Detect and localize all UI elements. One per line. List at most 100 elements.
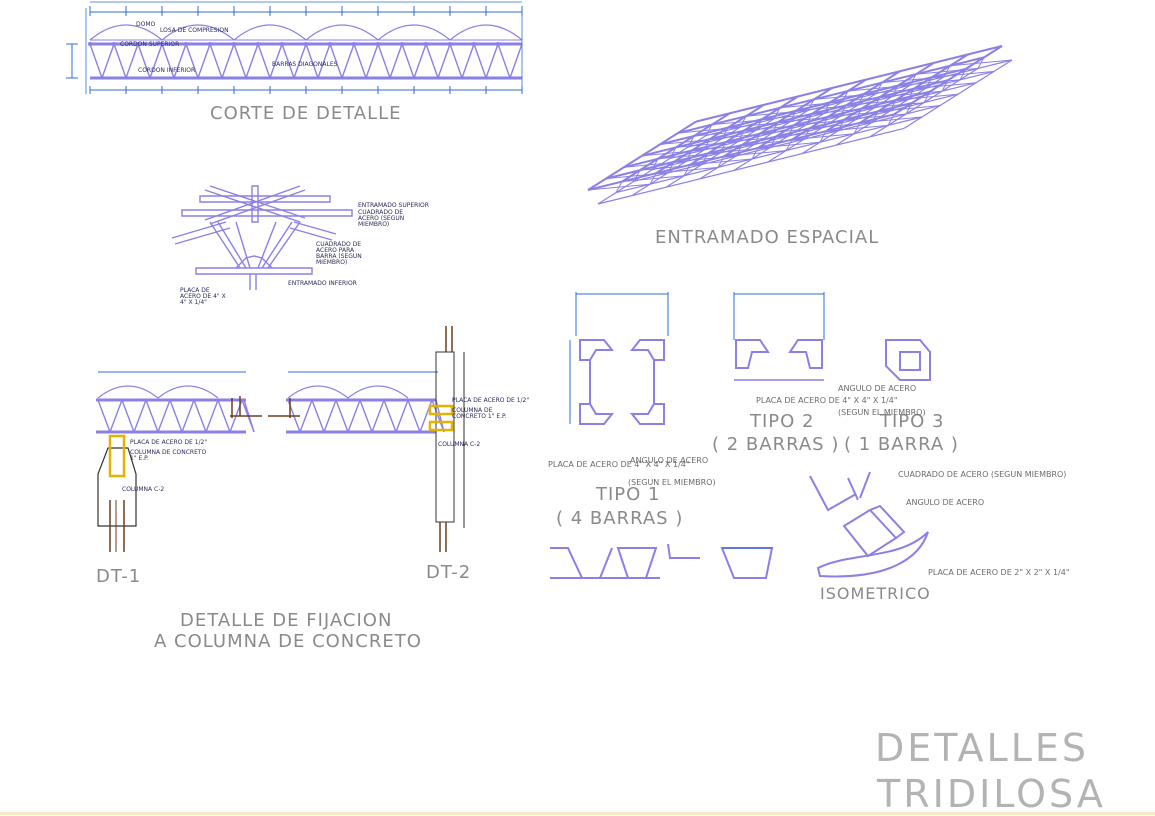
frame-diagonal — [875, 82, 883, 94]
frame-diagonal — [837, 119, 845, 132]
plate-profiles — [550, 543, 774, 579]
note-columna-c2-dt1: COLUMNA C-2 — [122, 486, 165, 493]
tipo2-subtitle: ( 2 BARRAS ) — [712, 434, 840, 455]
frame-diagonal — [803, 127, 811, 140]
frame-diagonal — [925, 76, 933, 89]
truss-diagonal — [161, 43, 175, 79]
truss-diagonal — [353, 43, 367, 79]
truss-node — [424, 42, 428, 46]
tipo3-subtitle: ( 1 BARRA ) — [844, 434, 959, 455]
frame-diagonal — [905, 102, 913, 115]
frame-diagonal — [735, 144, 743, 157]
truss-diagonal — [389, 43, 403, 79]
frame-top-chord — [659, 67, 967, 146]
truss-node — [472, 42, 476, 46]
note-angulo-tipo2: ANGULO DE ACERO — [838, 384, 917, 393]
note-placa-tipo2: PLACA DE ACERO DE 4" X 4" X 1/4" — [756, 396, 898, 405]
note-cuadrado-iso: CUADRADO DE ACERO (SEGUN MIEMBRO) — [898, 470, 1067, 479]
truss-diagonal — [97, 399, 111, 433]
frame-diagonal — [771, 121, 779, 134]
frame-diagonal — [685, 150, 693, 162]
frame-diagonal — [773, 107, 781, 120]
truss-diagonal — [269, 43, 283, 79]
frame-top-chord — [677, 56, 985, 134]
frame-diagonal — [669, 147, 677, 159]
space-frame-grid — [587, 45, 1013, 205]
truss-diagonal — [359, 399, 373, 433]
truss-diagonal — [197, 43, 211, 79]
corte-detalle-title: CORTE DE DETALLE — [210, 103, 402, 124]
note-angulo-iso: ANGULO DE ACERO — [906, 498, 985, 507]
truss-diagonal — [205, 399, 219, 433]
entramado-espacial-title: ENTRAMADO ESPACIAL — [655, 227, 880, 248]
frame-diagonal — [873, 96, 881, 109]
tipo2-title: TIPO 2 — [750, 411, 815, 432]
truss-diagonal — [181, 399, 195, 433]
truss-diagonal — [509, 43, 523, 79]
dome-arc — [89, 24, 163, 41]
frame-diagonal — [807, 99, 815, 111]
frame-diagonal — [755, 118, 763, 131]
frame-diagonal — [789, 110, 797, 123]
truss-node — [184, 42, 188, 46]
frame-diagonal — [841, 90, 849, 103]
truss-diagonal — [125, 43, 139, 79]
frame-diagonal — [887, 114, 895, 126]
truss-diagonal — [485, 43, 499, 79]
truss-diagonal — [133, 399, 147, 433]
truss-diagonal — [413, 43, 427, 79]
truss-diagonal — [425, 43, 439, 79]
truss-diagonal — [329, 43, 343, 79]
frame-diagonal — [805, 113, 813, 126]
truss-diagonal — [407, 399, 421, 433]
frame-diagonal — [821, 116, 829, 129]
note-angulo-tipo1: ANGULO DE ACERO — [630, 456, 709, 465]
note-placa-iso: PLACA DE ACERO DE 2" X 2" X 1/4" — [928, 568, 1070, 577]
frame-diagonal — [787, 124, 795, 137]
note-cuadrado-barra: CUADRADO DE ACERO PARA BARRA (SEGUN MIEM… — [316, 241, 362, 266]
truss-diagonal — [149, 43, 163, 79]
truss-node — [112, 42, 116, 46]
truss-diagonal — [233, 43, 247, 79]
dt1-title: DT-1 — [96, 566, 142, 587]
dome-arc — [287, 385, 349, 399]
note-columna-c2-dt2: COLUMNA C-2 — [438, 441, 481, 448]
note-columna-dt2: COLUMNA DE CONCRETO 1" E.P. — [452, 407, 507, 420]
truss-diagonal — [341, 43, 355, 79]
note-placa-half-dt1: PLACA DE ACERO DE 1/2" — [130, 439, 208, 446]
truss-diagonal — [395, 399, 409, 433]
sheet-border — [0, 812, 1155, 815]
truss-diagonal — [193, 399, 207, 433]
truss-diagonal — [317, 43, 331, 79]
tipo3-section — [885, 339, 931, 381]
truss-diagonal — [449, 43, 463, 79]
truss-diagonal — [305, 43, 319, 79]
truss-diagonal — [347, 399, 361, 433]
frame-diagonal — [959, 68, 967, 81]
frame-diagonal — [941, 79, 949, 92]
note-placa-half-dt2: PLACA DE ACERO DE 1/2" — [452, 397, 530, 404]
frame-diagonal — [737, 130, 745, 142]
frame-bottom-chord — [615, 116, 923, 194]
truss-node — [328, 42, 332, 46]
truss-diagonal — [257, 43, 271, 79]
fijacion-title-line2: A COLUMNA DE CONCRETO — [154, 631, 422, 652]
frame-bottom-chord — [633, 105, 941, 182]
truss-diagonal — [293, 43, 307, 79]
truss-diagonal — [401, 43, 415, 79]
note-barras-diagonales: BARRAS DIAGONALES — [272, 61, 338, 68]
truss-diagonal — [169, 399, 183, 433]
truss-node — [88, 42, 92, 46]
node-detail — [171, 185, 353, 290]
truss-diagonal — [89, 43, 103, 79]
dome-arc — [161, 24, 235, 41]
truss-diagonal — [101, 43, 115, 79]
truss-node — [352, 42, 356, 46]
note-placa-tipo1: PLACA DE ACERO DE 4" X 4" X 1/4" — [548, 460, 690, 469]
frame-diagonal — [717, 156, 725, 168]
truss-diagonal — [461, 43, 475, 79]
dome-arc — [97, 385, 159, 399]
frame-diagonal — [651, 158, 659, 171]
frame-diagonal — [683, 164, 691, 177]
